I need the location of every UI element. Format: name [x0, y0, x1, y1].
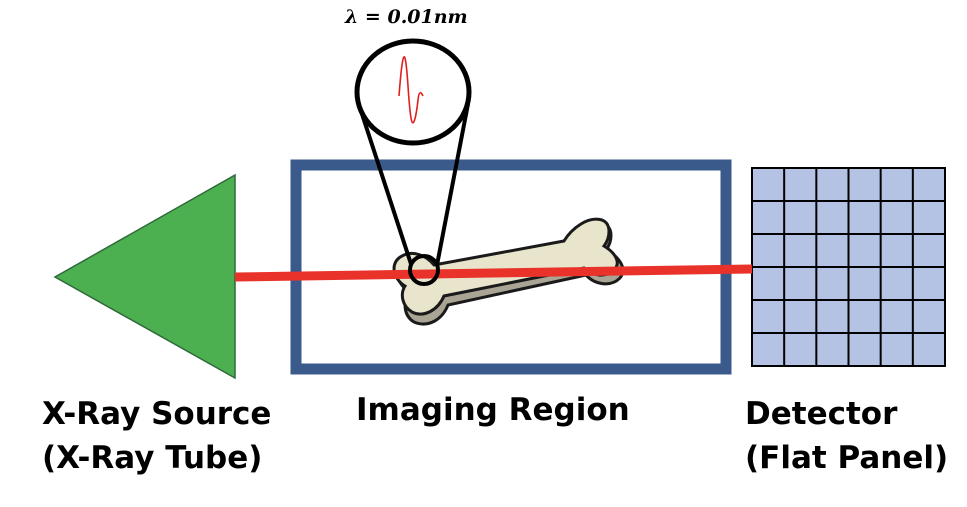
xray-source-label-line2: (X-Ray Tube) [42, 440, 263, 476]
wave-sketch [398, 56, 424, 124]
detector-label-line2: (Flat Panel) [745, 440, 949, 476]
detector-flat-panel [751, 167, 946, 367]
xray-beam [234, 264, 753, 282]
magnifier [354, 38, 472, 286]
xray-source-triangle [53, 173, 236, 380]
imaging-region-label: Imaging Region [356, 392, 630, 428]
xray-source-label: X-Ray Source (X-Ray Tube) [42, 392, 271, 480]
xray-source-label-line1: X-Ray Source [42, 396, 272, 432]
magnifier-large-circle [354, 38, 472, 146]
magnifier-small-circle [408, 254, 440, 286]
wavelength-label: λ = 0.01nm [345, 6, 468, 28]
magnifier-line-left [360, 113, 413, 265]
bone-body [392, 217, 619, 316]
detector-label-line1: Detector [745, 396, 898, 432]
detector-label: Detector (Flat Panel) [745, 392, 948, 480]
magnifier-line-right [435, 103, 470, 266]
